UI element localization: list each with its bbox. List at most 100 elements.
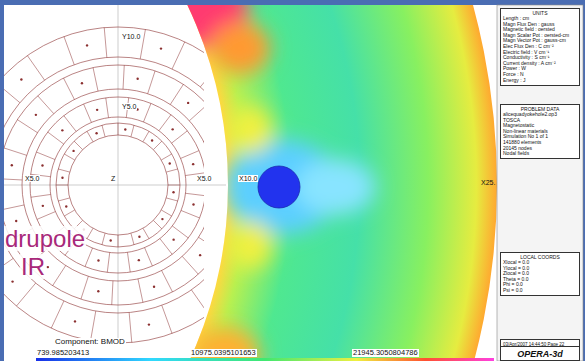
field-blob: [228, 221, 272, 269]
coil-divider: [106, 98, 109, 118]
field-blob: [228, 106, 272, 154]
conductor-dot: [192, 163, 194, 165]
conductor-dot: [61, 176, 63, 178]
coil-divider: [84, 104, 92, 122]
coil-divider: [16, 283, 35, 306]
coil-divider: [102, 125, 105, 137]
coil-section: [4, 27, 204, 343]
coil-divider: [143, 103, 150, 122]
coil-divider: [200, 64, 204, 87]
coil-divider: [145, 248, 153, 266]
local-coords-box: LOCAL COORDSXlocal = 0.0Ylocal = 0.0Zloc…: [500, 252, 580, 296]
slide-overlay-text: IR: [20, 254, 46, 279]
conductor-dot: [192, 203, 194, 205]
coil-divider: [87, 228, 93, 238]
coil-divider: [64, 37, 74, 65]
conductor-dot: [41, 164, 43, 166]
coil-divider: [64, 154, 74, 160]
coil-divider: [159, 115, 171, 131]
coil-divider: [161, 210, 171, 216]
coil-divider: [181, 210, 200, 217]
axis-label: Y10.0: [121, 33, 141, 40]
component-label: Component: BMOD: [54, 338, 126, 346]
coil-divider: [118, 123, 119, 135]
coil-divider: [107, 252, 109, 272]
coil-ring: [68, 135, 168, 235]
scale-value: 739.985203413: [36, 349, 90, 357]
conductor-dot: [160, 47, 162, 49]
coil-divider: [161, 154, 171, 160]
coil-divider: [36, 152, 55, 159]
coil-divider: [191, 290, 204, 315]
scale-value: 21945.3050804786: [352, 349, 419, 357]
coil-divider: [51, 301, 64, 328]
coil-ring: [4, 27, 204, 343]
conductor-dot: [61, 129, 63, 131]
conductor-dot: [199, 254, 201, 256]
coil-divider: [181, 151, 199, 159]
coil-divider: [112, 281, 113, 305]
axis-label: Z: [110, 175, 116, 182]
slide-overlay-text: drupole: [4, 226, 86, 251]
conductor-dot: [148, 323, 150, 325]
coil-divider: [102, 233, 105, 245]
color-bar: [36, 358, 494, 361]
conductor-dot: [35, 114, 37, 116]
axis-label: X5.0: [24, 175, 40, 182]
conductor-dot: [161, 218, 163, 220]
coil-divider: [170, 84, 183, 104]
y-axis: [118, 5, 119, 340]
coil-divider: [53, 266, 66, 286]
conductor-dot: [11, 280, 13, 282]
coil-divider: [153, 220, 161, 228]
panel-line: Psi = 0.0: [503, 288, 577, 294]
coil-divider: [64, 116, 76, 132]
conductor-dot: [172, 238, 174, 240]
conductor-dot: [171, 128, 173, 130]
conductor-dot: [151, 139, 153, 141]
field-blob: [190, 327, 260, 361]
coil-divider: [123, 65, 124, 89]
plot-g: [152, 5, 375, 361]
coil-divider: [168, 185, 180, 186]
conductor-dot: [65, 205, 67, 207]
conductor-dot: [109, 239, 111, 241]
coil-divider: [204, 131, 205, 142]
conductor-dot: [97, 290, 99, 292]
coil-divider: [4, 258, 13, 275]
coil-divider: [4, 83, 20, 102]
coil-divider: [93, 68, 98, 91]
panel-line: OPERA-3d: [503, 349, 577, 359]
coil-divider: [143, 228, 149, 238]
coil-divider: [162, 305, 172, 333]
panel-line: Energy : J: [503, 78, 577, 84]
field-blob: [210, 22, 270, 74]
coil-divider: [148, 71, 155, 94]
units-box: UNITSLength : cmMagn Flux Den : gaussMag…: [500, 8, 580, 86]
scale-value: 10975.0395101653: [190, 349, 257, 357]
coil-divider: [172, 42, 185, 69]
plot-area: [4, 5, 497, 361]
conductor-dot: [172, 191, 174, 193]
coil-divider: [56, 185, 68, 186]
opera-logo: OPERA-3d: [500, 346, 580, 361]
coil-divider: [166, 198, 178, 201]
coil-divider: [185, 193, 204, 195]
coil-divider: [58, 198, 70, 201]
coil-ring: [4, 65, 204, 305]
coil-divider: [64, 210, 74, 216]
conductor-dot: [20, 78, 22, 80]
coil-divider: [160, 239, 172, 255]
field-blob: [295, 159, 375, 215]
axis-label: X10.0: [238, 175, 258, 182]
conductor-dot: [97, 259, 99, 261]
coil-ring: [4, 57, 204, 313]
x-axis: [4, 185, 226, 186]
problem-data-box: PROBLEM DATAalicequadyokehole2.op3TOSCAM…: [500, 104, 580, 159]
coil-divider: [48, 132, 64, 144]
conductor-dot: [138, 259, 140, 261]
coil-divider: [91, 311, 96, 341]
coil-divider: [172, 131, 188, 143]
conductor-dot: [42, 205, 44, 207]
